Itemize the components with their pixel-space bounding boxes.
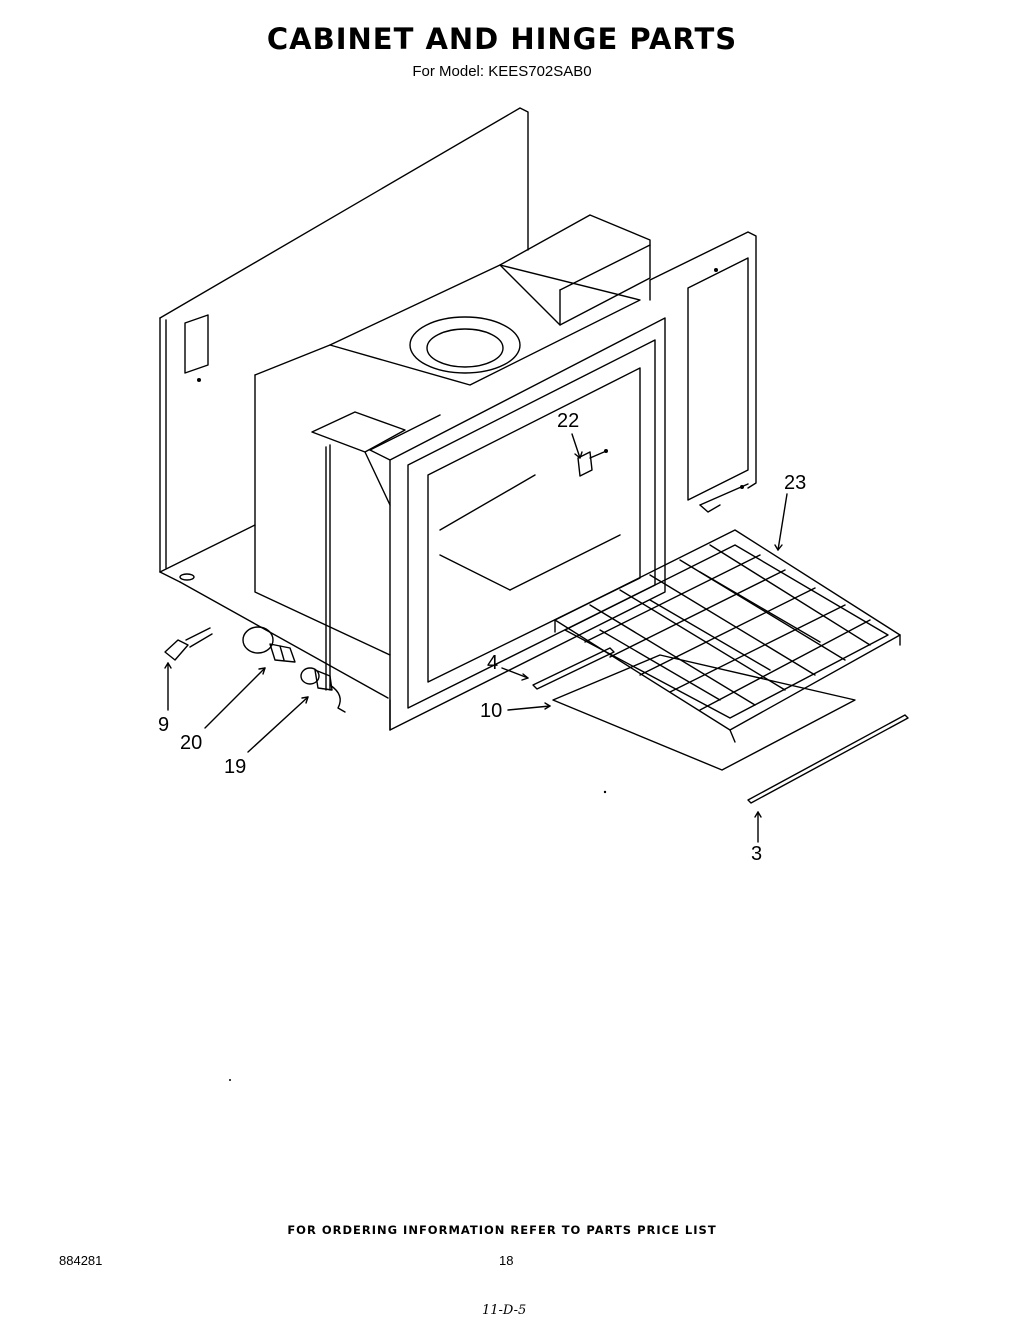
callout-22: 22 <box>557 410 580 432</box>
part-10-plate <box>552 654 856 771</box>
callout-4: 4 <box>487 652 499 674</box>
callout-9: 9 <box>158 714 170 736</box>
document-number: 884281 <box>59 1253 103 1268</box>
part-23-grid-tray <box>554 529 901 743</box>
callout-23: 23 <box>784 472 807 494</box>
part-4-rail <box>532 647 615 690</box>
callout-20: 20 <box>180 732 203 754</box>
callout-3: 3 <box>751 843 763 865</box>
part-22-switch <box>577 449 608 477</box>
stray-dot <box>603 790 607 794</box>
callout-10: 10 <box>480 700 503 722</box>
callout-19: 19 <box>224 756 247 778</box>
page-number: 18 <box>499 1253 514 1268</box>
part-3-rail <box>747 714 909 804</box>
part-20-lamp <box>242 626 296 663</box>
oven-cavity <box>254 214 666 731</box>
page-title: CABINET AND HINGE PARTS <box>266 22 738 56</box>
cabinet-wrapper <box>159 107 757 699</box>
part-9-pin <box>164 627 213 661</box>
model-subtitle: For Model: KEES702SAB0 <box>412 63 592 80</box>
part-19-socket <box>300 667 346 713</box>
leader-lines <box>164 433 788 843</box>
stray-dot <box>229 1079 231 1081</box>
ordering-note: FOR ORDERING INFORMATION REFER TO PARTS … <box>287 1223 717 1237</box>
handwritten-note: 11-D-5 <box>482 1303 527 1318</box>
